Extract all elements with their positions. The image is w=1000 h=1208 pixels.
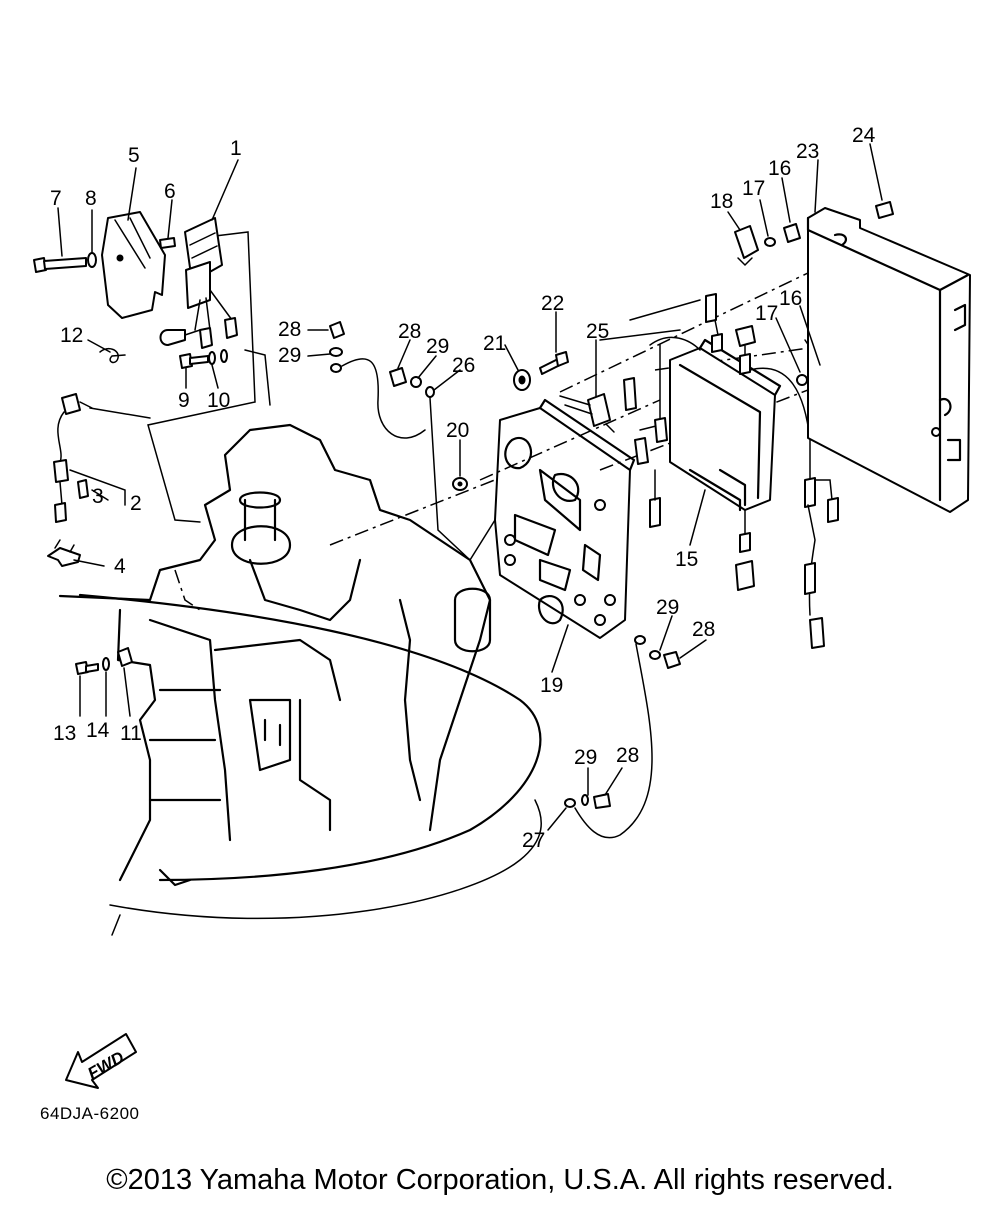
part-15-cdi-unit (623, 293, 839, 649)
callout-29-a: 29 (278, 344, 301, 367)
part-21-22 (513, 351, 569, 391)
callout-2: 2 (130, 492, 142, 515)
callout-26: 26 (452, 354, 475, 377)
callout-11: 11 (120, 722, 142, 745)
callout-29-d: 29 (574, 746, 597, 769)
callout-29-b: 29 (426, 335, 449, 358)
callout-19: 19 (540, 674, 563, 697)
callout-20: 20 (446, 419, 469, 442)
part-20-collar (452, 477, 468, 491)
part-4-holder (47, 539, 81, 567)
part-11-13-14 (75, 647, 133, 675)
callout-12: 12 (60, 324, 83, 347)
part-18-clamp (734, 223, 801, 267)
callout-17-mid: 17 (755, 302, 778, 325)
callout-13: 13 (53, 722, 76, 745)
callout-24: 24 (852, 124, 876, 147)
callout-28-a: 28 (278, 318, 301, 341)
harness-outline (89, 231, 271, 523)
part-8-washer (87, 252, 97, 268)
part-9-10-bolt (179, 349, 228, 369)
callout-29-c: 29 (656, 596, 679, 619)
part-5-cover (101, 211, 166, 319)
leader-lines (57, 143, 883, 831)
copyright-notice: ©2013 Yamaha Motor Corporation, U.S.A. A… (106, 1164, 894, 1196)
callout-1: 1 (230, 137, 242, 160)
part-25-switch (559, 393, 615, 433)
part-2-sensor (53, 393, 126, 523)
callout-18: 18 (710, 190, 733, 213)
callout-10: 10 (207, 389, 230, 412)
callout-4: 4 (114, 555, 126, 578)
callout-28-d: 28 (616, 744, 639, 767)
part-7-bolt (33, 257, 87, 273)
part-12-clip (99, 347, 126, 364)
ground-leads (329, 321, 471, 561)
callout-28-b: 28 (398, 320, 421, 343)
callout-27: 27 (522, 829, 545, 852)
callout-5: 5 (128, 144, 140, 167)
callout-8: 8 (85, 187, 97, 210)
callout-9: 9 (178, 389, 190, 412)
part-19-plate (469, 398, 636, 639)
callout-21: 21 (483, 332, 506, 355)
callout-6: 6 (164, 180, 176, 203)
callout-16-top: 16 (768, 157, 791, 180)
part-23-cover (806, 207, 971, 513)
callout-17-top: 17 (742, 177, 765, 200)
part-6-bolt (159, 237, 176, 249)
engine-block (58, 423, 542, 936)
part-code: 64DJA-6200 (40, 1104, 140, 1123)
callout-16-mid: 16 (779, 287, 802, 310)
fwd-arrow: FWD (65, 1033, 137, 1089)
callout-22: 22 (541, 292, 564, 315)
callout-25: 25 (586, 320, 609, 343)
callout-7: 7 (50, 187, 62, 210)
callout-23: 23 (796, 140, 819, 163)
callout-15: 15 (675, 548, 698, 571)
part-1-regulator (159, 217, 238, 349)
lower-ground-lead (564, 635, 681, 839)
callout-labels: 1 2 3 4 5 6 7 8 9 10 11 12 13 14 15 16 1… (50, 124, 876, 852)
callout-14: 14 (86, 719, 110, 742)
callout-3: 3 (92, 485, 104, 508)
part-24-screw (875, 201, 894, 219)
callout-28-c: 28 (692, 618, 715, 641)
